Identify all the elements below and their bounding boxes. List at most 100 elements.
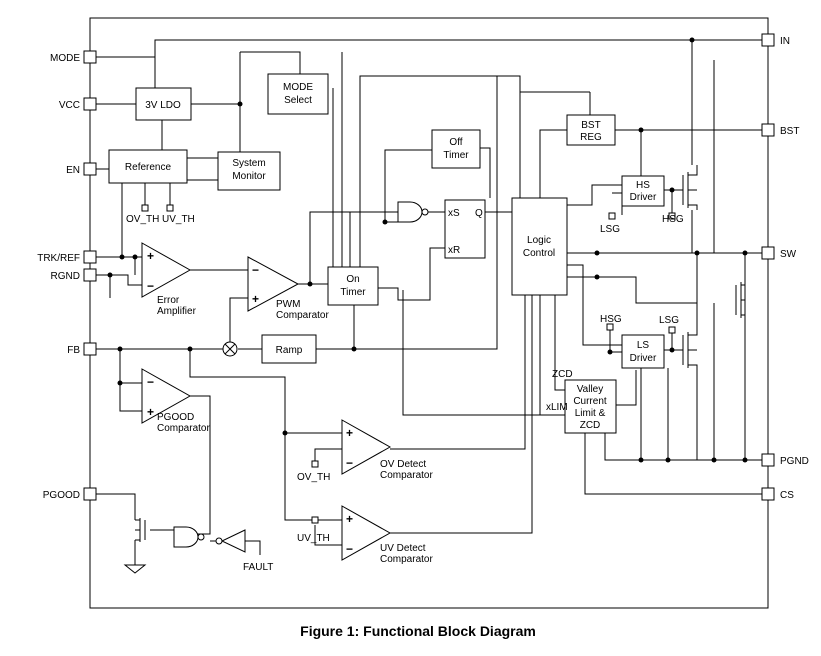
uv-detect-label-1: UV Detect [380, 543, 426, 554]
right-pins: IN BST SW PGND CS [761, 33, 809, 501]
off-timer-block: Off Timer [431, 129, 481, 169]
pwm-minus: − [252, 263, 259, 277]
pin-pgood-label: PGOOD [43, 490, 80, 501]
off-timer-label-2: Timer [443, 150, 469, 161]
pwm-label-1: PWM [276, 299, 300, 310]
error-amp-label-2: Amplifier [157, 306, 197, 317]
pgood-nand-gate [173, 526, 205, 548]
hsg2-label: HSG [600, 314, 622, 325]
pgood-minus: − [147, 375, 154, 389]
pgood-plus: + [147, 405, 154, 419]
logic-control-block: Logic Control [511, 197, 568, 296]
pin-pgnd-label: PGND [780, 456, 809, 467]
pin-fb [83, 342, 97, 356]
ov-detect-comparator: + − OV Detect Comparator [341, 419, 433, 481]
ls-driver-label-1: LS [637, 340, 650, 351]
lsg2-label: LSG [659, 315, 679, 326]
pin-trk-ref [83, 250, 97, 264]
pin-in-label: IN [780, 36, 790, 47]
pgood-comp-label-2: Comparator [157, 423, 210, 434]
hs-driver-block: HS Driver [621, 175, 665, 207]
gate-labels: LSG HSG HSG LSG [600, 212, 684, 334]
threshold-labels: OV_TH UV_TH OV_TH UV_TH [126, 204, 330, 544]
pgood-output-fet [123, 518, 147, 574]
logic-control-label-1: Logic [527, 235, 551, 246]
latch-q-label: Q [475, 208, 483, 219]
uv-detect-comparator: + − UV Detect Comparator [341, 505, 433, 565]
low-side-fet [682, 282, 745, 460]
ov-detect-label-2: Comparator [380, 470, 433, 481]
hsg-label: HSG [662, 214, 684, 225]
uv-minus: − [346, 542, 353, 556]
bst-reg-label-2: REG [580, 132, 602, 143]
valley-current-limit-block: Valley Current Limit & ZCD [564, 379, 617, 434]
wires [95, 39, 762, 565]
ldo-block: 3V LDO [135, 87, 192, 121]
ov-minus: − [346, 456, 353, 470]
pin-pgnd [761, 453, 775, 467]
pin-trk-ref-label: TRK/REF [37, 253, 80, 264]
sr-latch: xS xR Q [444, 199, 486, 259]
xlim-label: xLIM [546, 402, 568, 413]
ldo-label: 3V LDO [145, 100, 181, 111]
bst-reg-label-1: BST [581, 120, 600, 131]
error-amp-label-1: Error [157, 295, 180, 306]
reference-label: Reference [125, 162, 172, 173]
zcd-label: ZCD [552, 369, 573, 380]
latch-r-label: xR [448, 245, 460, 256]
high-side-fet [682, 165, 698, 210]
hs-driver-label-2: Driver [630, 192, 657, 203]
uv-detect-label-2: Comparator [380, 554, 433, 565]
pin-bst [761, 123, 775, 137]
pin-pgood [83, 487, 97, 501]
pin-fb-label: FB [67, 345, 80, 356]
error-amplifier: + − Error Amplifier [141, 242, 197, 317]
pin-sw-label: SW [780, 249, 797, 260]
uv-th2-label: UV_TH [297, 533, 330, 544]
pin-rgnd-label: RGND [51, 271, 80, 282]
mode-select-label-2: Select [284, 95, 312, 106]
pgood-comparator: − + PGOOD Comparator [141, 368, 210, 434]
pwm-comparator: − + PWM Comparator [247, 256, 329, 321]
ls-driver-block: LS Driver [621, 334, 665, 369]
pin-vcc-label: VCC [59, 100, 80, 111]
pin-cs [761, 487, 775, 501]
lsg-label: LSG [600, 224, 620, 235]
on-timer-label-2: Timer [340, 287, 366, 298]
ls-driver-label-2: Driver [630, 353, 657, 364]
pin-rgnd [83, 268, 97, 282]
logic-control-label-2: Control [523, 248, 555, 259]
ramp-label: Ramp [276, 345, 303, 356]
pin-bst-label: BST [780, 126, 799, 137]
error-amp-plus: + [147, 249, 154, 263]
valley-label-3: Limit & [575, 408, 606, 419]
pwm-plus: + [252, 292, 259, 306]
ramp-block: Ramp [261, 334, 317, 364]
reference-block: Reference [108, 149, 188, 184]
figure-caption: Figure 1: Functional Block Diagram [300, 623, 536, 639]
fault-inverter [215, 529, 246, 553]
system-monitor-label-2: Monitor [232, 171, 266, 182]
chip-outline [89, 17, 769, 609]
valley-label-4: ZCD [580, 420, 601, 431]
hs-driver-label-1: HS [636, 180, 650, 191]
pin-mode-label: MODE [50, 53, 80, 64]
on-timer-label-1: On [346, 274, 359, 285]
pin-cs-label: CS [780, 490, 794, 501]
mode-select-block: MODE Select [267, 73, 329, 115]
system-monitor-block: System Monitor [217, 151, 281, 191]
valley-label-1: Valley [577, 384, 604, 395]
latch-s-label: xS [448, 208, 460, 219]
pwm-label-2: Comparator [276, 310, 329, 321]
on-timer-block: On Timer [327, 266, 379, 306]
system-monitor-label-1: System [232, 158, 265, 169]
mode-select-label-1: MODE [283, 82, 313, 93]
pin-en [83, 162, 97, 176]
ov-plus: + [346, 426, 353, 440]
ov-th2-label: OV_TH [297, 472, 330, 483]
pin-mode [83, 50, 97, 64]
uv-th-label: UV_TH [162, 214, 195, 225]
pin-in [761, 33, 775, 47]
summing-node [222, 341, 238, 357]
